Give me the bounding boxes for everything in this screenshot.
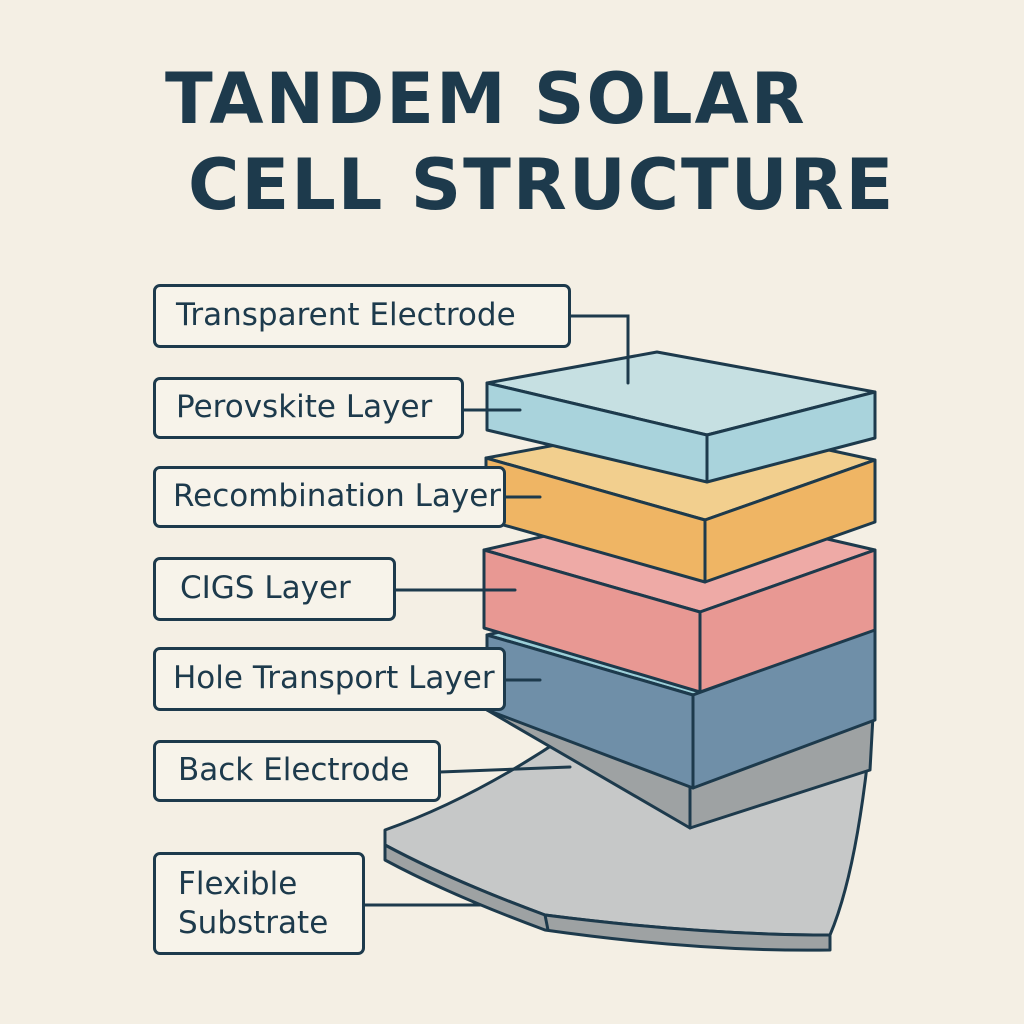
leader-line-back-electrode [438, 765, 572, 774]
label-flexible-substrate-line-2: Substrate [178, 904, 329, 941]
label-perovskite-layer: Perovskite Layer [153, 377, 464, 439]
label-cigs-layer: CIGS Layer [153, 557, 396, 621]
label-transparent-electrode-text: Transparent Electrode [176, 297, 516, 334]
leader-lines [361, 314, 630, 907]
label-transparent-electrode: Transparent Electrode [153, 284, 571, 348]
label-hole-transport-layer-text: Hole Transport Layer [173, 660, 495, 697]
label-flexible-substrate-line-1: Flexible [178, 865, 298, 902]
flexible-substrate-edge [383, 843, 832, 952]
flexible-substrate-crease [543, 914, 550, 931]
title-line-2: CELL STRUCTURE [188, 144, 896, 226]
label-recombination-layer: Recombination Layer [153, 466, 506, 528]
label-hole-transport-layer: Hole Transport Layer [153, 647, 506, 711]
label-flexible-substrate: Flexible Substrate [153, 852, 365, 955]
title-line-1: TANDEM SOLAR [165, 58, 807, 140]
label-recombination-layer-text: Recombination Layer [173, 478, 502, 515]
label-cigs-layer-text: CIGS Layer [180, 570, 351, 607]
perovskite-layer-shape [485, 350, 877, 484]
leader-line-transparent-electrode [568, 314, 630, 385]
label-perovskite-layer-text: Perovskite Layer [176, 389, 433, 426]
label-back-electrode: Back Electrode [153, 740, 441, 802]
label-back-electrode-text: Back Electrode [178, 752, 410, 789]
